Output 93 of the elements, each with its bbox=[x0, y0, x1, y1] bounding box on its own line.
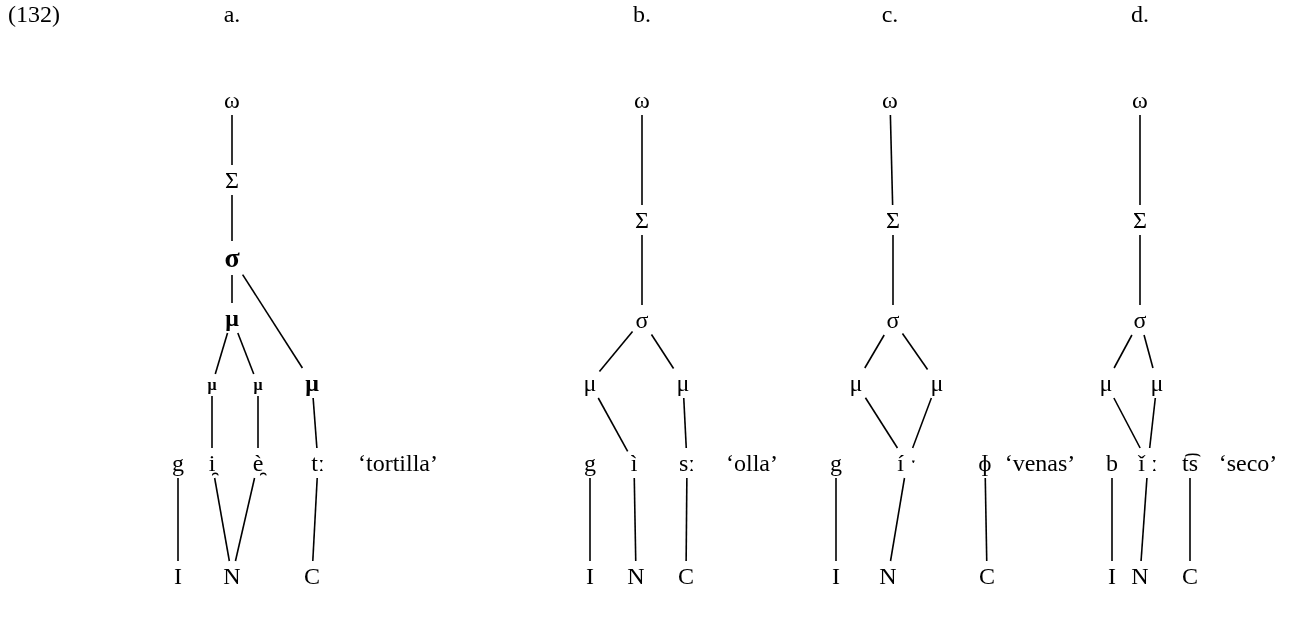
tree-node-symbol: g bbox=[584, 451, 596, 475]
branch-line bbox=[231, 274, 233, 304]
branch-line bbox=[231, 114, 233, 166]
branch-line bbox=[1148, 397, 1157, 449]
tree-node-symbol: ɸ bbox=[978, 451, 992, 475]
subfigure-letter: d. bbox=[1131, 2, 1149, 26]
branch-line bbox=[1111, 477, 1113, 562]
tree-node-symbol: C bbox=[1182, 564, 1198, 588]
branch-line bbox=[889, 114, 894, 206]
gloss-text: ‘venas’ bbox=[1004, 451, 1076, 475]
branch-line bbox=[1139, 114, 1141, 206]
branch-line bbox=[835, 477, 837, 562]
tree-node-symbol: σ bbox=[635, 308, 649, 332]
tree-node-symbol: N bbox=[223, 564, 241, 588]
branch-line bbox=[598, 330, 634, 373]
branch-line bbox=[597, 397, 629, 453]
branch-line bbox=[685, 477, 688, 562]
branch-line bbox=[901, 332, 929, 371]
tree-node-symbol: μ bbox=[305, 371, 319, 395]
branch-line bbox=[864, 397, 899, 449]
branch-line bbox=[231, 194, 233, 242]
tree-node-symbol: C bbox=[304, 564, 320, 588]
branch-line bbox=[864, 334, 885, 369]
branch-line bbox=[177, 477, 179, 562]
tree-node-symbol: Σ bbox=[225, 168, 239, 192]
branch-line bbox=[589, 477, 591, 562]
tree-node-symbol: μ bbox=[1099, 371, 1113, 395]
tree-node-symbol: σ bbox=[224, 244, 240, 272]
tree-node-symbol: μ bbox=[930, 371, 944, 395]
tree-node-symbol: N bbox=[1131, 564, 1149, 588]
tree-node-symbol: μ bbox=[253, 377, 263, 393]
tree-node-symbol: ω bbox=[1132, 88, 1148, 112]
tree-node-symbol: I bbox=[586, 564, 594, 588]
branch-line bbox=[1113, 334, 1133, 369]
tree-node-symbol: N bbox=[879, 564, 897, 588]
tree-node-symbol: ω bbox=[882, 88, 898, 112]
tree-node-symbol: C bbox=[979, 564, 995, 588]
branch-line bbox=[984, 477, 988, 562]
branch-line bbox=[214, 332, 229, 375]
branch-line bbox=[257, 395, 259, 449]
tree-node-symbol: σ bbox=[1133, 308, 1147, 332]
tree-node-symbol: ǐ ː bbox=[1138, 451, 1158, 475]
branch-line bbox=[237, 332, 255, 375]
branch-line bbox=[312, 477, 318, 562]
section-number: (132) bbox=[8, 2, 60, 26]
branch-line bbox=[211, 395, 213, 449]
gloss-text: ‘seco’ bbox=[1218, 451, 1278, 475]
tree-node-symbol: μ bbox=[583, 371, 597, 395]
branch-line bbox=[650, 333, 675, 370]
branch-line bbox=[641, 114, 643, 206]
subfigure-letter: a. bbox=[223, 2, 241, 26]
branch-line bbox=[682, 397, 688, 449]
tree-node-symbol: σ bbox=[886, 308, 900, 332]
gloss-text: ‘olla’ bbox=[726, 451, 778, 475]
branch-line bbox=[312, 397, 318, 449]
branch-line bbox=[213, 477, 231, 562]
tree-node-symbol: ω bbox=[224, 88, 240, 112]
tree-node-symbol: μ bbox=[676, 371, 690, 395]
branch-line bbox=[241, 273, 304, 369]
tree-node-symbol: g bbox=[172, 451, 184, 475]
branch-line bbox=[1113, 397, 1141, 449]
tree-node-symbol: I bbox=[1108, 564, 1116, 588]
branch-line bbox=[1189, 477, 1191, 562]
branch-line bbox=[889, 477, 906, 562]
tree-node-symbol: I bbox=[832, 564, 840, 588]
tree-node-symbol: g bbox=[830, 451, 842, 475]
tree-node-symbol: μ bbox=[849, 371, 863, 395]
tree-node-symbol: sː bbox=[679, 451, 695, 475]
tree-node-symbol: b bbox=[1106, 451, 1118, 475]
branch-line bbox=[1140, 477, 1148, 562]
tree-node-symbol: ì bbox=[630, 451, 638, 475]
tree-node-symbol: Σ bbox=[1133, 208, 1147, 232]
branch-line bbox=[892, 234, 894, 306]
tree-node-symbol: Σ bbox=[886, 208, 900, 232]
tree-node-symbol: μ bbox=[207, 377, 217, 393]
tree-node-symbol: μ bbox=[1150, 371, 1164, 395]
tree-node-symbol: μ bbox=[225, 306, 239, 330]
subfigure-letter: b. bbox=[633, 2, 651, 26]
branch-line bbox=[633, 477, 637, 562]
tree-node-symbol: N bbox=[627, 564, 645, 588]
branch-line bbox=[1143, 334, 1154, 369]
gloss-text: ‘tortilla’ bbox=[358, 451, 438, 475]
tree-node-symbol: ω bbox=[634, 88, 650, 112]
subfigure-letter: c. bbox=[881, 2, 899, 26]
branch-line bbox=[234, 477, 256, 562]
tree-node-symbol: I bbox=[174, 564, 182, 588]
tree-node-symbol: Σ bbox=[635, 208, 649, 232]
tree-node-symbol: í ˑ bbox=[897, 451, 917, 475]
branch-line bbox=[641, 234, 643, 306]
tree-node-symbol: tː bbox=[311, 451, 325, 475]
branch-line bbox=[1139, 234, 1141, 306]
branch-line bbox=[911, 397, 933, 449]
tree-node-symbol: C bbox=[678, 564, 694, 588]
